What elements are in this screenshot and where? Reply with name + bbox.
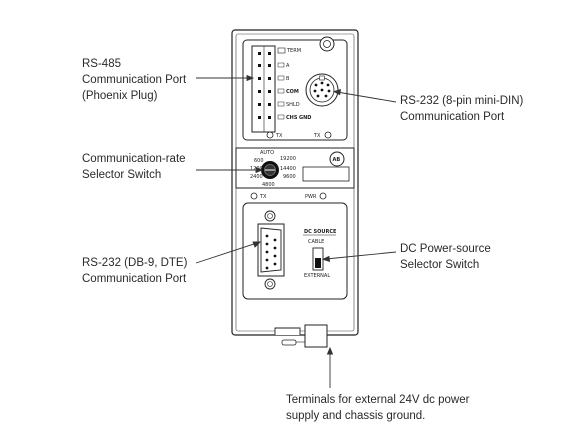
callout-rs485: RS-485 Communication Port (Phoenix Plug) (82, 58, 187, 102)
term-led (277, 47, 286, 54)
terminal-labels: TERM A B COM SHLD CHS GND (277, 47, 311, 121)
bottom-power-terminals (274, 324, 328, 348)
rate-4800-label: 4800 (262, 182, 275, 188)
tx-led-2 (324, 131, 332, 139)
rate-14400-label: 14400 (280, 166, 296, 172)
callout-rate-switch: Communication-rate Selector Switch (82, 153, 186, 181)
db9-connector (257, 210, 285, 290)
callout-power-switch: DC Power-source Selector Switch (400, 243, 491, 271)
svg-text:Communication-rate: Communication-rate (82, 153, 186, 165)
svg-text:supply and chassis ground.: supply and chassis ground. (286, 410, 425, 422)
callout-rs232-db9: RS-232 (DB-9, DTE) Communication Port (82, 257, 188, 285)
svg-text:Selector Switch: Selector Switch (82, 169, 161, 181)
rate-9600-label: 9600 (283, 174, 296, 180)
power-switch-leader (325, 251, 397, 260)
rate-label-window (302, 166, 350, 182)
rate-auto-label: AUTO (260, 150, 274, 156)
pwr-led (319, 192, 327, 200)
shld-label: SHLD (286, 102, 300, 108)
gnd-label: GND (299, 115, 311, 121)
chs-label: CHS (286, 115, 298, 121)
tx-led-3-label: TX (259, 194, 267, 200)
callout-terminals: Terminals for external 24V dc power supp… (286, 394, 470, 422)
tx-led-1 (266, 131, 274, 139)
svg-text:Communication Port: Communication Port (82, 273, 187, 285)
svg-text:RS-485: RS-485 (82, 58, 121, 70)
allen-bradley-badge: AB (329, 151, 345, 167)
svg-text:AB: AB (333, 157, 341, 163)
mounting-screw-top (319, 36, 335, 52)
svg-text:Communication Port: Communication Port (400, 111, 505, 123)
svg-text:Communication Port: Communication Port (82, 74, 187, 86)
term-label: TERM (286, 48, 301, 54)
phoenix-plug-terminal-block (251, 45, 276, 133)
svg-text:Terminals for external 24V dc: Terminals for external 24V dc power (286, 394, 470, 406)
mini-din-connector (305, 73, 339, 107)
svg-text:(Phoenix Plug): (Phoenix Plug) (82, 90, 158, 102)
rs232-mini-leader (336, 91, 397, 103)
rate-600-label: 600 (254, 158, 264, 164)
rate-2400-label: 2400 (250, 174, 263, 180)
svg-text:RS-232 (DB-9, DTE): RS-232 (DB-9, DTE) (82, 257, 188, 269)
svg-text:Selector Switch: Selector Switch (400, 259, 479, 271)
rate-19200-label: 19200 (280, 156, 296, 162)
dc-source-external-label: EXTERNAL (304, 273, 330, 279)
a-label: A (286, 63, 290, 69)
tx-led-1-label: TX (275, 133, 283, 139)
pwr-led-label: PWR (305, 194, 317, 200)
dc-source-cable-label: CABLE (308, 239, 324, 245)
com-label: COM (286, 89, 299, 95)
svg-text:DC Power-source: DC Power-source (400, 243, 491, 255)
tx-led-3 (250, 192, 258, 200)
rate-selector-dial[interactable] (261, 161, 279, 179)
rs232-db9-leader (195, 242, 258, 264)
tx-led-2-label: TX (313, 133, 321, 139)
dc-source-switch[interactable] (312, 247, 324, 271)
dc-source-title: DC SOURCE (304, 229, 337, 235)
svg-text:RS-232 (8-pin mini-DIN): RS-232 (8-pin mini-DIN) (400, 95, 524, 107)
b-label: B (286, 76, 290, 82)
callout-rs232-mini-din: RS-232 (8-pin mini-DIN) Communication Po… (400, 95, 524, 123)
